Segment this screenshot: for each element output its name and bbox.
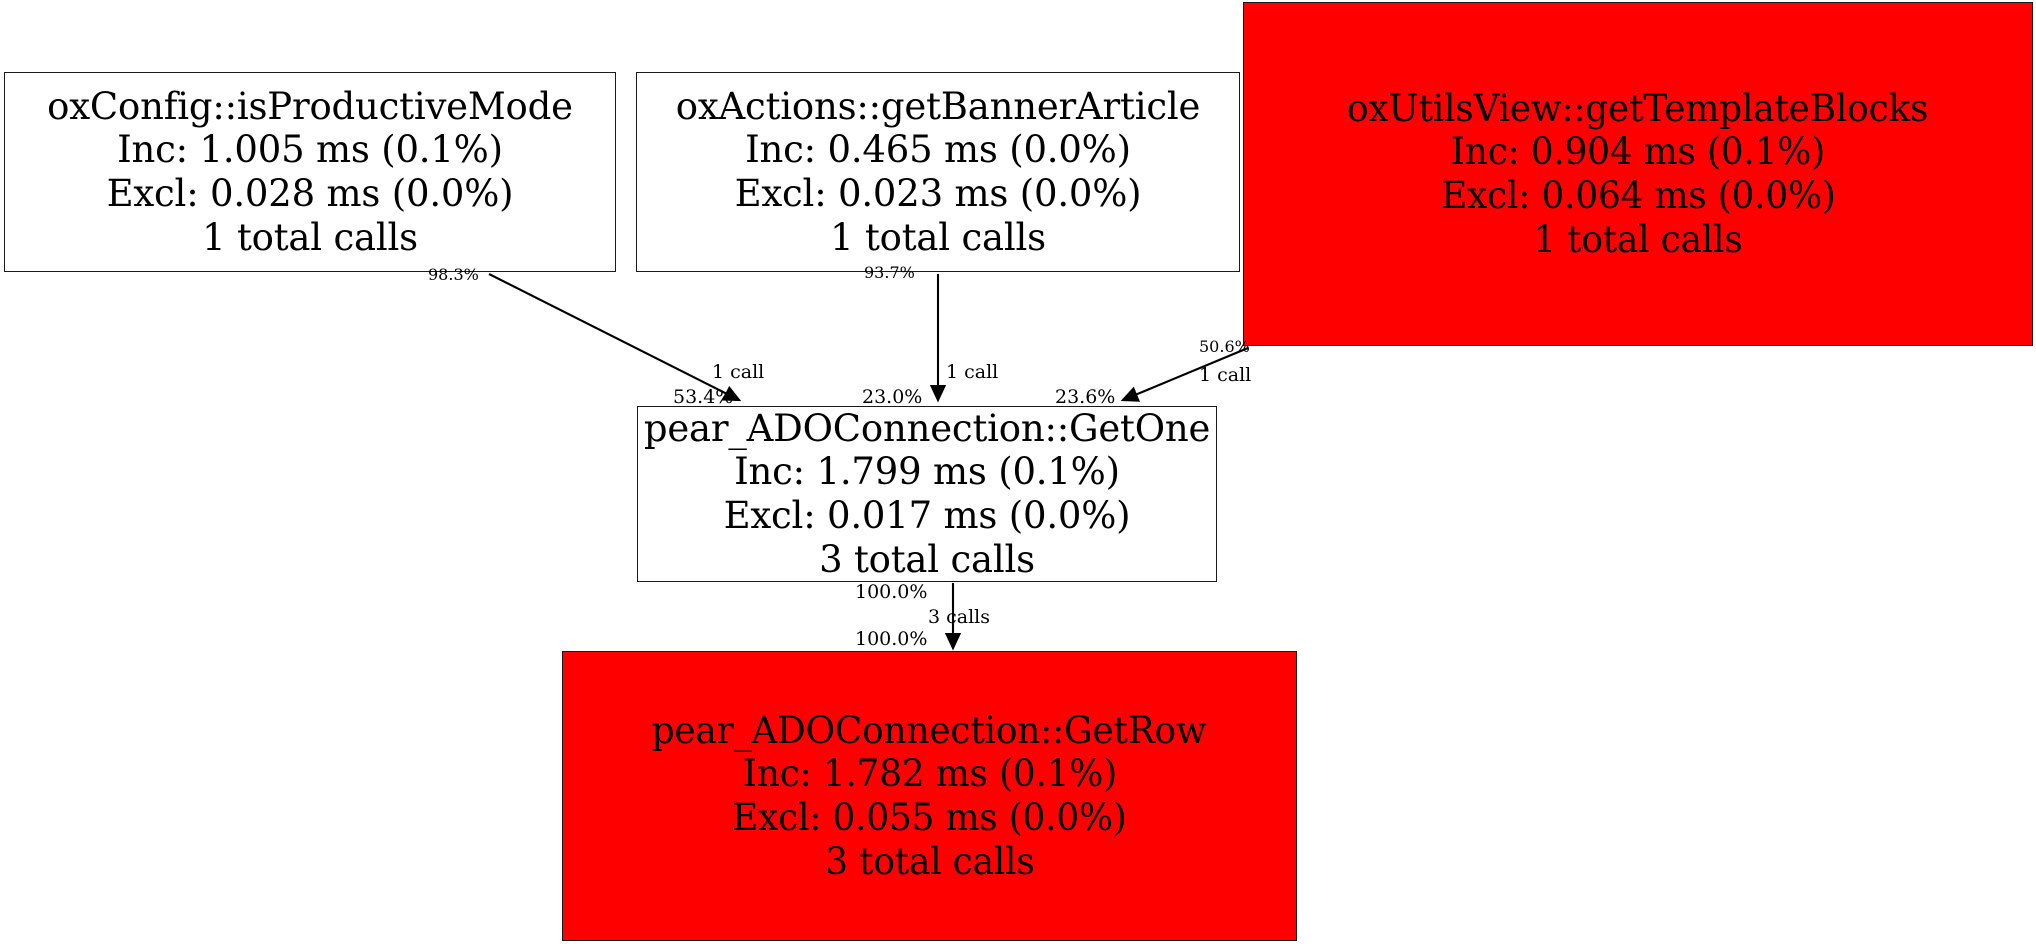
edge-label-tail-percent-3: 50.6%: [1199, 337, 1250, 356]
edge-label-calls-4: 3 calls: [928, 606, 991, 628]
node-oxutilsview-gettemplateblocks[interactable]: oxUtilsView::getTemplateBlocks Inc: 0.90…: [1243, 2, 2033, 346]
edge-label-head-percent-3: 23.6%: [1055, 386, 1116, 408]
node-inclusive-time: Inc: 1.799 ms (0.1%): [734, 450, 1120, 494]
edge-label-calls-3: 1 call: [1199, 364, 1252, 386]
node-oxconfig-isproductivemode[interactable]: oxConfig::isProductiveMode Inc: 1.005 ms…: [4, 72, 616, 272]
node-title: oxUtilsView::getTemplateBlocks: [1347, 86, 1929, 130]
node-exclusive-time: Excl: 0.017 ms (0.0%): [723, 494, 1131, 537]
node-exclusive-time: Excl: 0.055 ms (0.0%): [732, 796, 1127, 839]
node-total-calls: 1 total calls: [1533, 217, 1743, 261]
node-exclusive-time: Excl: 0.028 ms (0.0%): [106, 172, 514, 215]
node-inclusive-time: Inc: 1.005 ms (0.1%): [117, 128, 503, 172]
node-total-calls: 1 total calls: [830, 215, 1046, 259]
edge-label-head-percent-4: 100.0%: [855, 628, 928, 650]
node-inclusive-time: Inc: 0.904 ms (0.1%): [1450, 130, 1826, 174]
edge-label-head-percent-1: 53.4%: [673, 386, 734, 408]
node-inclusive-time: Inc: 0.465 ms (0.0%): [745, 128, 1131, 172]
node-exclusive-time: Excl: 0.064 ms (0.0%): [1440, 174, 1836, 217]
node-inclusive-time: Inc: 1.782 ms (0.1%): [742, 752, 1117, 796]
edge-label-tail-percent-1: 98.3%: [428, 265, 479, 284]
node-title: pear_ADOConnection::GetOne: [643, 406, 1211, 450]
edge-label-calls-1: 1 call: [712, 361, 765, 383]
edge-label-head-percent-2: 23.0%: [862, 386, 923, 408]
node-pear-adoconnection-getrow[interactable]: pear_ADOConnection::GetRow Inc: 1.782 ms…: [562, 651, 1297, 941]
node-title: pear_ADOConnection::GetRow: [652, 708, 1207, 752]
node-title: oxConfig::isProductiveMode: [47, 84, 573, 128]
edge-isproductivemode-getone: [488, 273, 742, 402]
edge-label-tail-percent-2: 93.7%: [864, 263, 915, 282]
node-exclusive-time: Excl: 0.023 ms (0.0%): [734, 172, 1142, 215]
node-pear-adoconnection-getone[interactable]: pear_ADOConnection::GetOne Inc: 1.799 ms…: [637, 406, 1217, 582]
node-total-calls: 3 total calls: [819, 537, 1035, 581]
edge-label-calls-2: 1 call: [946, 361, 999, 383]
node-title: oxActions::getBannerArticle: [675, 84, 1201, 128]
node-oxactions-getbannerarticle[interactable]: oxActions::getBannerArticle Inc: 0.465 m…: [636, 72, 1240, 272]
node-total-calls: 3 total calls: [824, 839, 1035, 883]
node-total-calls: 1 total calls: [202, 215, 418, 259]
edge-label-tail-percent-4: 100.0%: [855, 581, 928, 603]
